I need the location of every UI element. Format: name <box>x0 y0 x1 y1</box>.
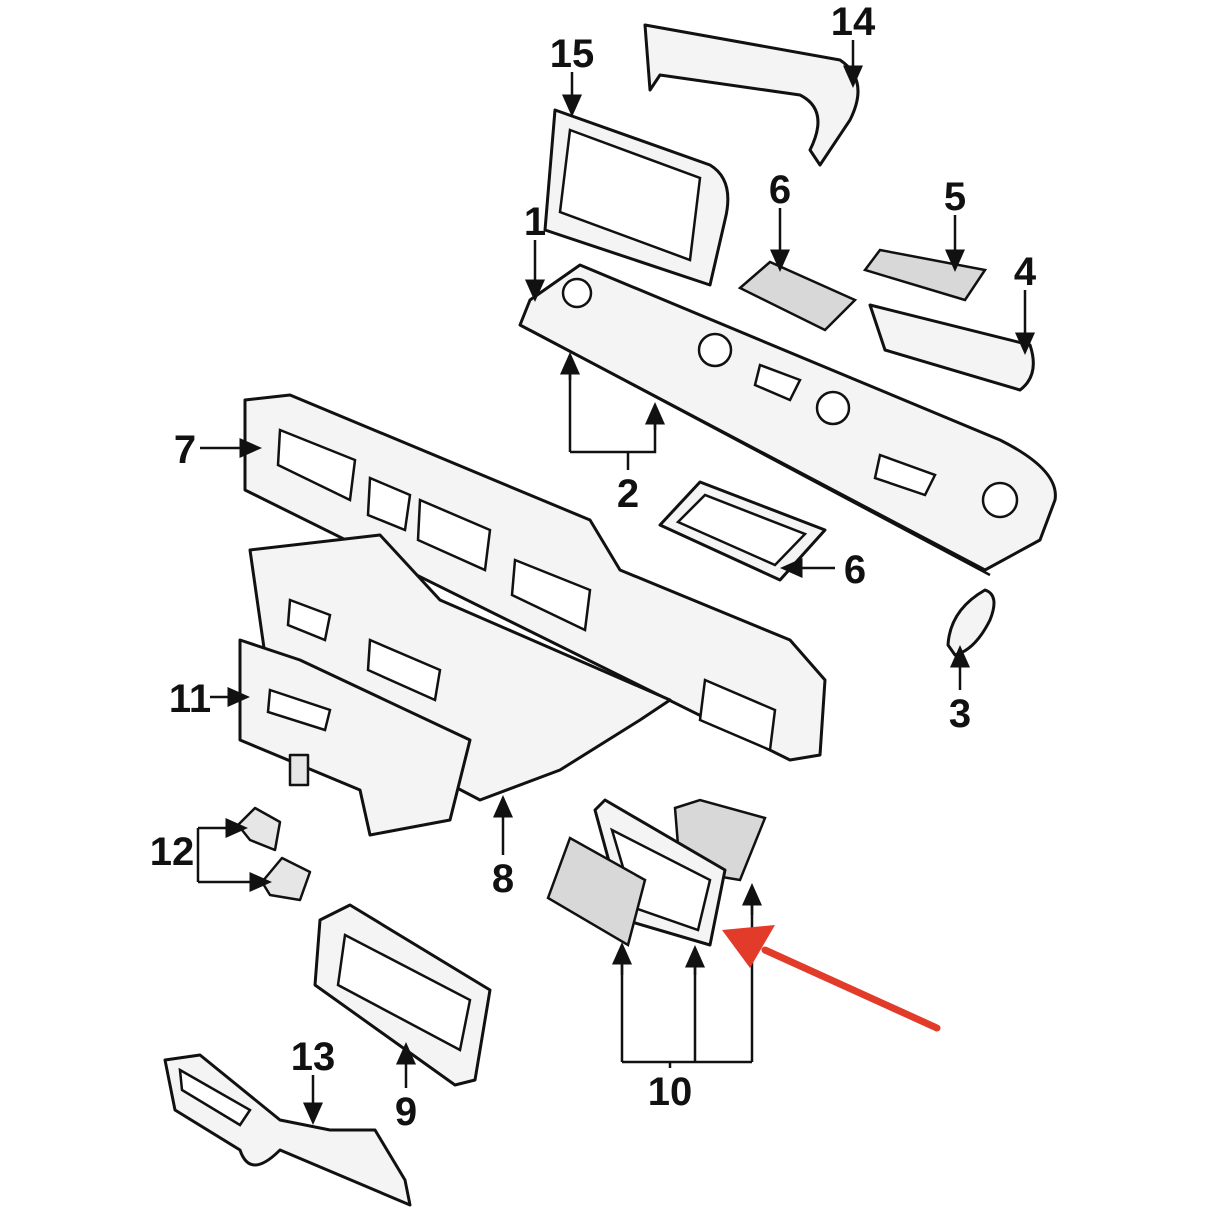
callout-6-upper: 6 <box>769 168 791 212</box>
part-13-trim <box>163 1053 412 1207</box>
callout-11: 11 <box>169 677 211 721</box>
highlight-arrow <box>722 925 941 1032</box>
part-7-air-duct <box>243 393 827 762</box>
callout-6-lower: 6 <box>844 548 866 592</box>
callout-13: 13 <box>291 1035 336 1079</box>
callout-7: 7 <box>174 428 196 472</box>
leader-lines <box>196 40 1035 1125</box>
callout-10: 10 <box>648 1070 693 1114</box>
callout-2: 2 <box>617 472 639 516</box>
part-5-cover <box>862 248 988 302</box>
callout-12: 12 <box>150 830 195 874</box>
callout-8: 8 <box>492 857 514 901</box>
callout-3: 3 <box>949 692 971 736</box>
callout-15: 15 <box>550 32 595 76</box>
part-15-bezel <box>543 108 730 287</box>
part-12-switches <box>236 806 312 902</box>
part-1-instrument-panel <box>518 263 1057 577</box>
part-9-console <box>313 903 492 1087</box>
callout-5: 5 <box>944 175 966 219</box>
part-11-lower-panel <box>238 638 472 837</box>
part-6-pad-upper <box>737 260 858 332</box>
part-3-vent <box>946 588 996 657</box>
part-14-hood <box>643 23 860 167</box>
part-10-filter-assembly <box>546 798 767 947</box>
callout-9: 9 <box>395 1090 417 1134</box>
callout-4: 4 <box>1014 250 1037 294</box>
part-4-panel <box>868 303 1035 392</box>
part-6-tray-lower <box>658 480 827 582</box>
callout-1: 1 <box>524 200 546 244</box>
callout-14: 14 <box>831 0 876 44</box>
